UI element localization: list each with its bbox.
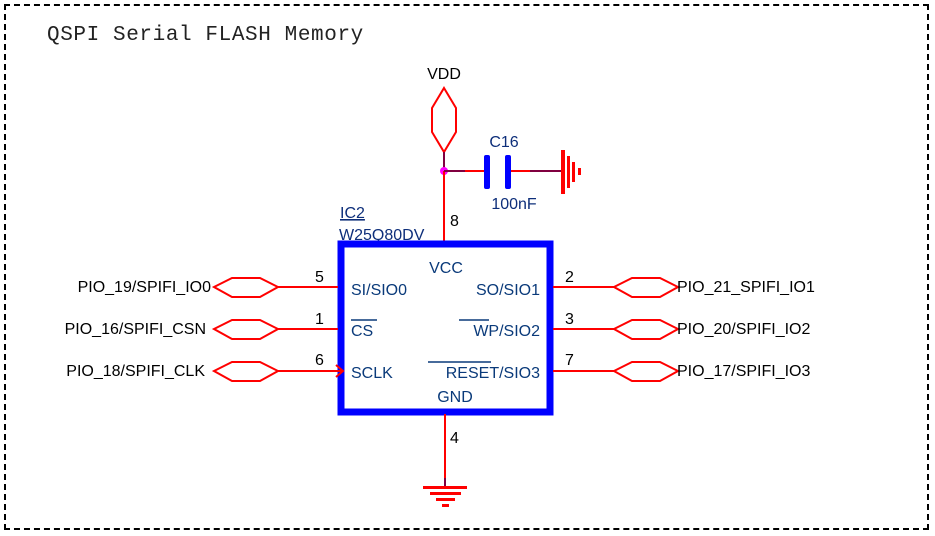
clock-arrow-icon xyxy=(335,364,345,378)
pin-number: 6 xyxy=(315,352,324,369)
left-pin-row: PIO_19/SPIFI_IO0 5 SI/SIO0 xyxy=(78,269,408,299)
ic-pin-name: SO/SIO1 xyxy=(476,282,540,299)
capacitor-ref: C16 xyxy=(489,134,518,151)
net-label-right: PIO_17/SPIFI_IO3 xyxy=(677,363,811,380)
ic-ref: IC2 xyxy=(340,205,365,222)
right-pin-row: SO/SIO1 2 PIO_21_SPIFI_IO1 xyxy=(476,269,815,299)
ic-pin-vcc: VCC xyxy=(429,260,463,277)
port-icon[interactable] xyxy=(611,319,681,340)
schematic-border xyxy=(4,4,929,530)
pin-number: 3 xyxy=(565,311,574,328)
net-label-right: PIO_20/SPIFI_IO2 xyxy=(677,321,811,338)
net-label-left: PIO_16/SPIFI_CSN xyxy=(65,321,206,338)
port-icon[interactable] xyxy=(611,277,681,298)
right-pin-row: RESET/SIO3 7 PIO_17/SPIFI_IO3 xyxy=(428,352,811,382)
net-label-right: PIO_21_SPIFI_IO1 xyxy=(677,279,815,296)
pin-4-number: 4 xyxy=(450,430,459,447)
ic-pin-name: WP/SIO2 xyxy=(473,323,540,340)
port-icon[interactable] xyxy=(211,319,281,340)
capacitor-plate-left xyxy=(484,155,490,189)
port-icon[interactable] xyxy=(211,361,281,382)
schematic-title: QSPI Serial FLASH Memory xyxy=(47,24,364,47)
ic-pin-name: RESET/SIO3 xyxy=(446,365,540,382)
ground-icon-capacitor xyxy=(561,150,581,194)
vdd-power-port-icon xyxy=(431,86,457,154)
ic-part-number: W25Q80DV xyxy=(339,227,425,244)
left-pin-row: PIO_16/SPIFI_CSN 1 CS xyxy=(65,311,377,340)
ground-icon xyxy=(423,486,467,507)
vdd-label: VDD xyxy=(427,66,461,83)
left-pin-row: PIO_18/SPIFI_CLK 6 SCLK xyxy=(66,352,393,382)
ic-pin-gnd: GND xyxy=(437,389,473,406)
pin-number: 5 xyxy=(315,269,324,286)
ic-body[interactable] xyxy=(337,240,554,416)
net-label-left: PIO_19/SPIFI_IO0 xyxy=(78,279,212,296)
port-icon[interactable] xyxy=(611,361,681,382)
net-label-left: PIO_18/SPIFI_CLK xyxy=(66,363,205,380)
pin-number: 7 xyxy=(565,352,574,369)
pin-number: 2 xyxy=(565,269,574,286)
capacitor-plate-right xyxy=(505,155,511,189)
pin-number: 1 xyxy=(315,311,324,328)
right-pin-row: WP/SIO2 3 PIO_20/SPIFI_IO2 xyxy=(459,311,811,340)
pin-8-number: 8 xyxy=(450,213,459,230)
ic-pin-name: SI/SIO0 xyxy=(351,282,407,299)
ic-pin-name: SCLK xyxy=(351,365,393,382)
port-icon[interactable] xyxy=(211,277,281,298)
capacitor-value: 100nF xyxy=(491,196,537,213)
ic-pin-name: CS xyxy=(351,323,373,340)
